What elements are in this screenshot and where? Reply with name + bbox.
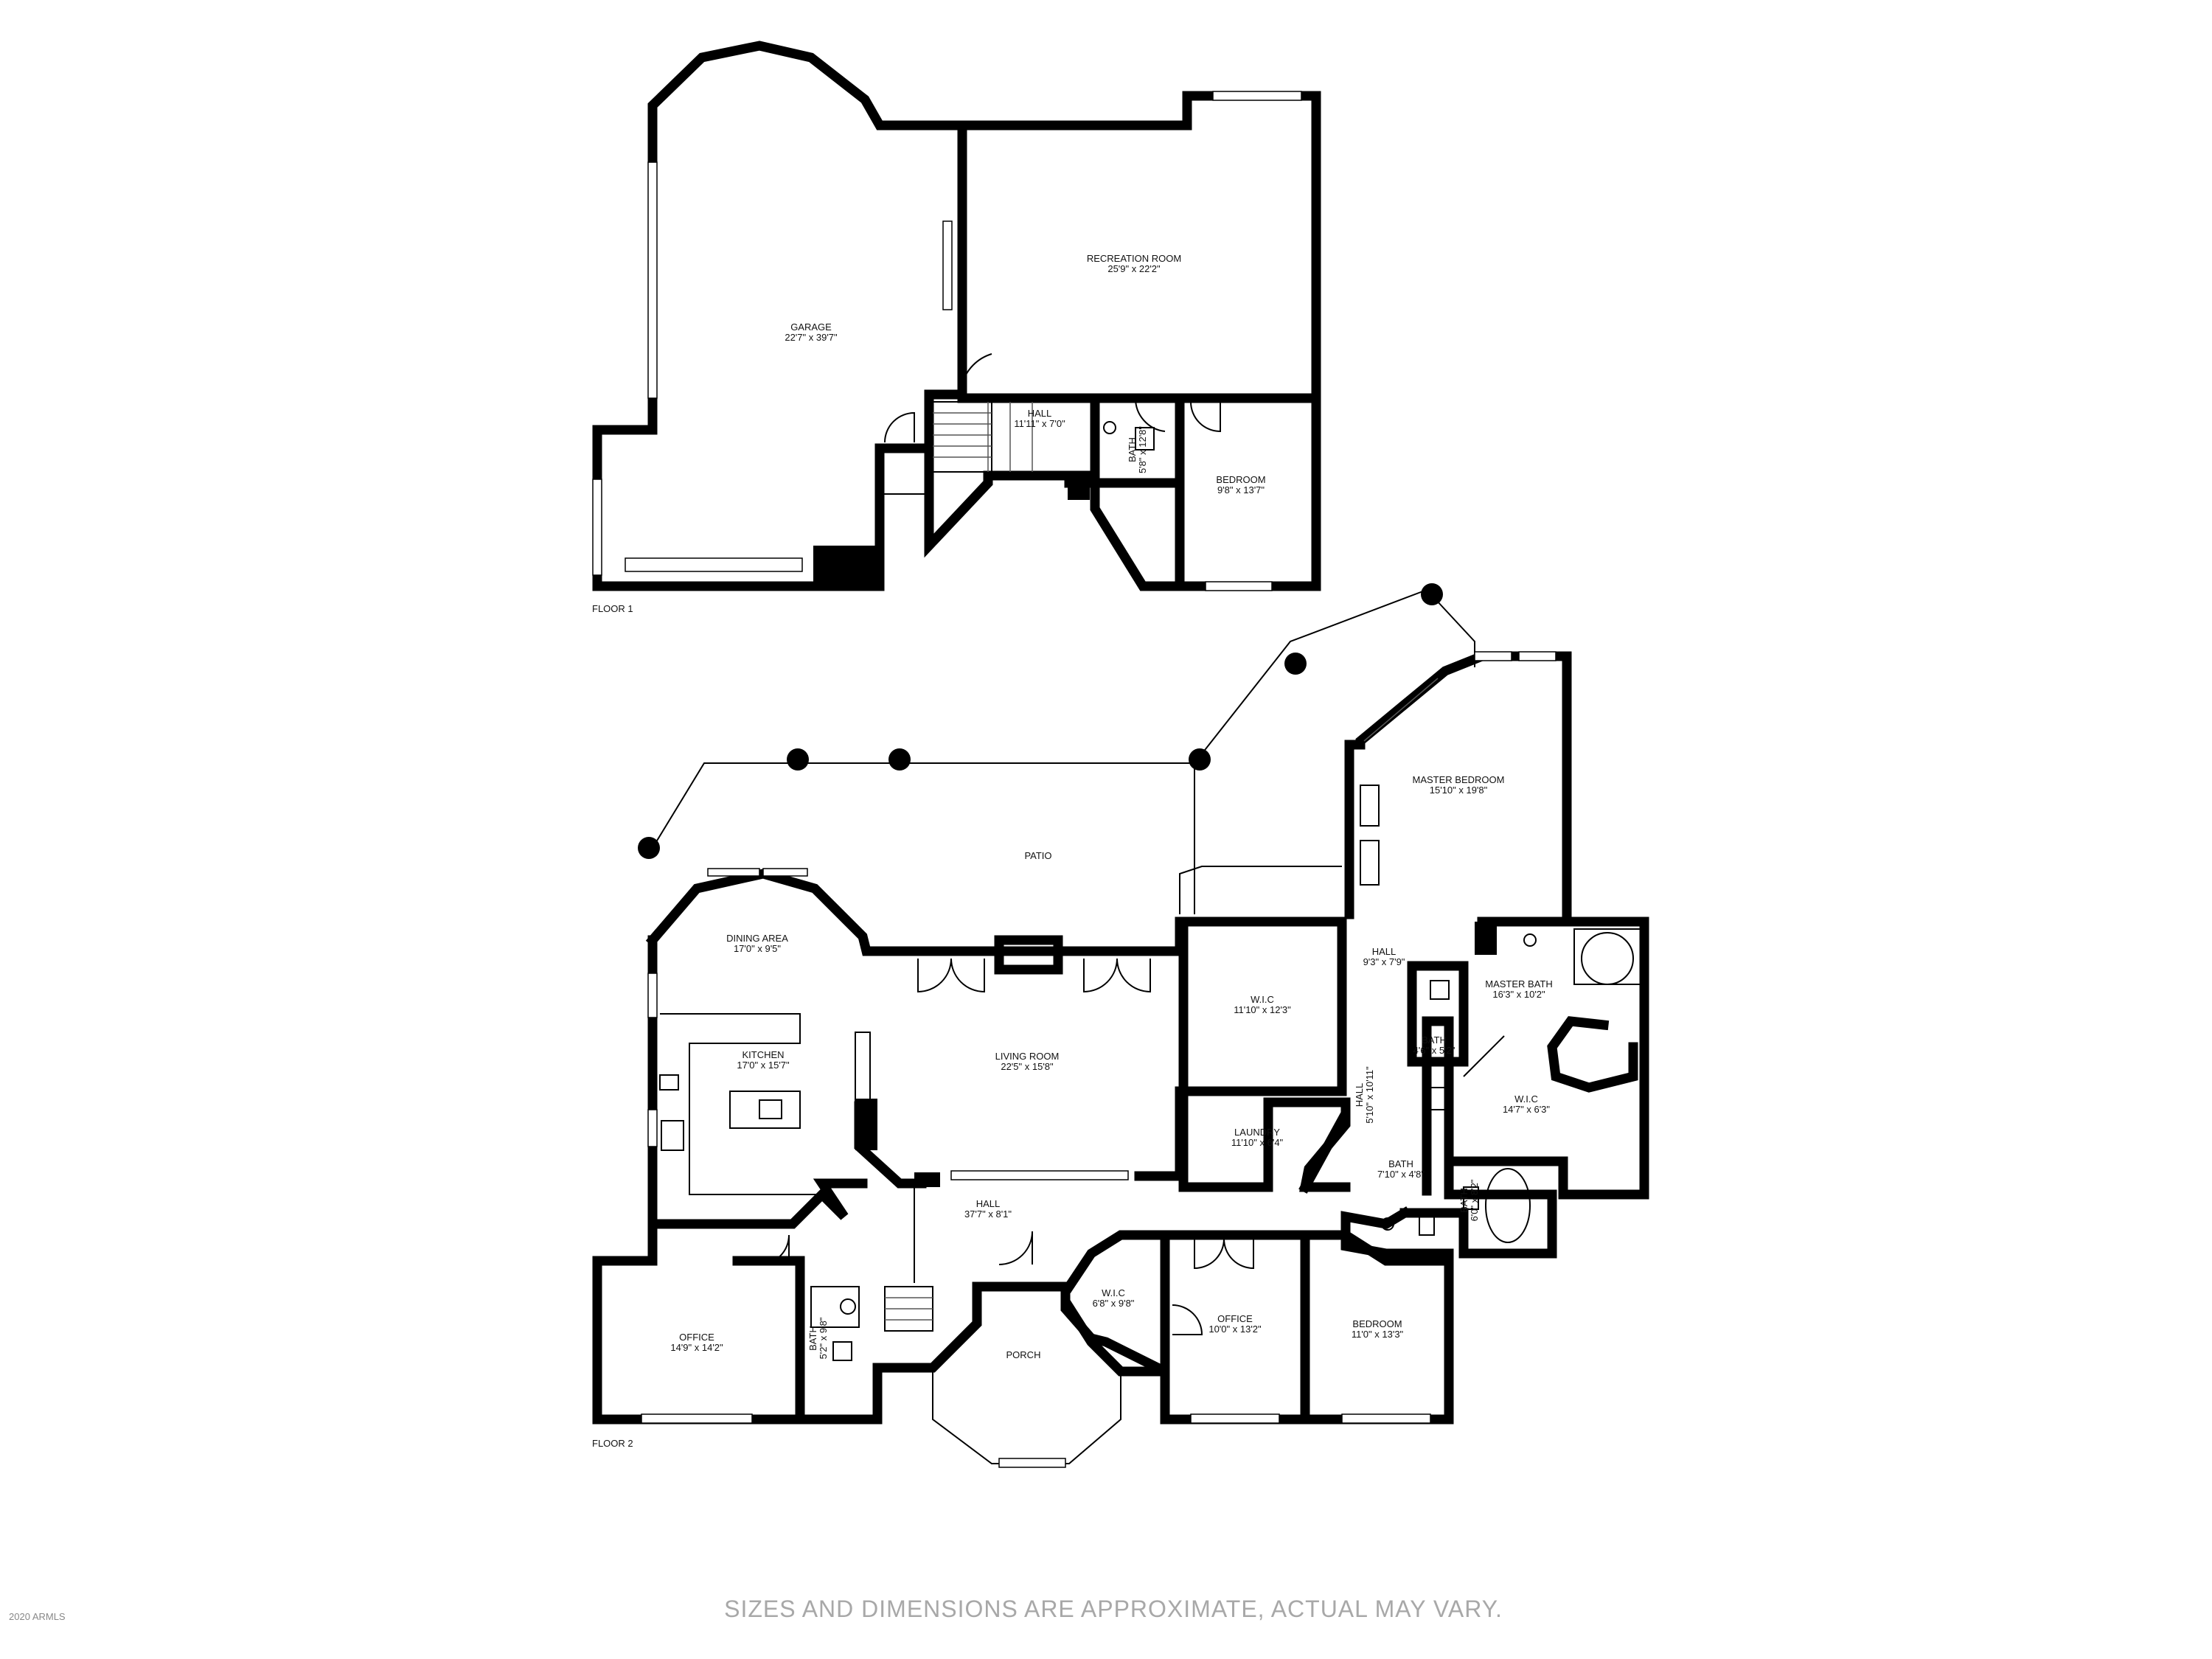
room-dims-bedroom-1: 9'8" x 13'7" bbox=[1217, 484, 1265, 495]
room-dims-bath-3: 7'10" x 4'8" bbox=[1377, 1169, 1425, 1180]
room-dims-office-2: 10'0" x 13'2" bbox=[1208, 1324, 1262, 1335]
room-name-hall-1: HALL bbox=[1028, 408, 1052, 419]
rec-window bbox=[1212, 91, 1302, 101]
kitchen-island bbox=[729, 1091, 801, 1129]
master-bath-walls bbox=[1422, 917, 1649, 1200]
garage-window bbox=[942, 220, 953, 310]
stairs bbox=[932, 401, 1033, 473]
garage-door bbox=[625, 557, 803, 572]
room-name-bath-3: BATH bbox=[1388, 1158, 1413, 1169]
room-name-bedroom-2: BEDROOM bbox=[1352, 1318, 1402, 1329]
living-room-walls bbox=[1134, 917, 1347, 1181]
floor-1-label: FLOOR 1 bbox=[592, 603, 633, 614]
room-dims-living: 22'5" x 15'8" bbox=[1001, 1061, 1054, 1072]
room-name-bath-4: BATH bbox=[1458, 1188, 1470, 1213]
room-dims-kitchen: 17'0" x 15'7" bbox=[737, 1060, 790, 1071]
kitchen-counter bbox=[660, 1013, 822, 1195]
small-bath-walls bbox=[1407, 961, 1469, 1067]
master-bedroom-walls bbox=[1344, 651, 1572, 927]
room-name-recreation: RECREATION ROOM bbox=[1087, 253, 1181, 264]
patio-column bbox=[1421, 583, 1443, 605]
tub bbox=[1581, 932, 1634, 985]
room-dims-bath-5: 5'2" x 9'8" bbox=[818, 1317, 829, 1359]
fireplace bbox=[994, 935, 1063, 975]
room-name-hall-2: HALL bbox=[1372, 946, 1397, 957]
room-dims-bath-2: 4'6" x 5'2" bbox=[1413, 1045, 1455, 1056]
room-name-porch: PORCH bbox=[1006, 1349, 1041, 1360]
room-dims-master-bedroom: 15'10" x 19'8" bbox=[1430, 785, 1488, 796]
patio-column bbox=[1284, 653, 1307, 675]
room-dims-laundry: 11'10" x 6'4" bbox=[1231, 1137, 1284, 1148]
room-dims-bath-1: 5'8" x 12'8" bbox=[1137, 426, 1148, 473]
porch-walls bbox=[891, 1281, 1170, 1377]
patio-column bbox=[1189, 748, 1211, 771]
room-name-kitchen: KITCHEN bbox=[742, 1049, 784, 1060]
room-dims-garage: 22'7" x 39'7" bbox=[785, 332, 838, 343]
room-name-patio: PATIO bbox=[1024, 850, 1051, 861]
floor-1-plan bbox=[592, 41, 1321, 591]
room-name-hall-3: HALL bbox=[1354, 1083, 1365, 1107]
recreation-room-walls bbox=[957, 91, 1321, 403]
floor-2-plan bbox=[592, 583, 1649, 1468]
room-name-bath-5: BATH bbox=[807, 1326, 818, 1351]
bedroom-walls bbox=[1175, 393, 1321, 591]
garage-window bbox=[647, 161, 658, 399]
shower-wall bbox=[1547, 1016, 1638, 1093]
room-name-bath-2: BATH bbox=[1422, 1034, 1447, 1046]
room-name-dining: DINING AREA bbox=[726, 933, 788, 944]
room-labels: GARAGE 22'7" x 39'7" RECREATION ROOM 25'… bbox=[670, 253, 1552, 1360]
room-name-office-2: OFFICE bbox=[1217, 1313, 1253, 1324]
patio-column bbox=[638, 837, 660, 859]
room-dims-wic-3: 6'8" x 9'8" bbox=[1093, 1298, 1135, 1309]
room-name-hall-4: HALL bbox=[976, 1198, 1001, 1209]
room-dims-hall-1: 11'11" x 7'0" bbox=[1014, 418, 1065, 429]
copyright-text: 2020 ARMLS bbox=[9, 1611, 66, 1622]
patio-column bbox=[888, 748, 911, 771]
room-name-laundry: LAUNDRY bbox=[1234, 1127, 1280, 1138]
east-bath-walls bbox=[1399, 1156, 1557, 1259]
porch-outline bbox=[932, 1368, 1121, 1464]
room-dims-hall-2: 9'3" x 7'9" bbox=[1363, 956, 1405, 967]
disclaimer-text: SIZES AND DIMENSIONS ARE APPROXIMATE, AC… bbox=[724, 1596, 1503, 1622]
patio-column bbox=[787, 748, 809, 771]
room-name-wic-1: W.I.C bbox=[1251, 994, 1274, 1005]
room-dims-wic-2: 14'7" x 6'3" bbox=[1503, 1104, 1550, 1115]
dining-living-walls bbox=[647, 935, 868, 1229]
room-name-master-bath: MASTER BATH bbox=[1485, 978, 1553, 990]
room-name-office-1: OFFICE bbox=[679, 1332, 714, 1343]
room-dims-hall-3: 5'10" x 10'11" bbox=[1364, 1066, 1375, 1124]
room-name-bedroom-1: BEDROOM bbox=[1216, 474, 1265, 485]
room-name-wic-3: W.I.C bbox=[1102, 1287, 1125, 1298]
room-dims-recreation: 25'9" x 22'2" bbox=[1107, 263, 1161, 274]
bath-south-walls bbox=[795, 1256, 901, 1425]
stairs-floor-2 bbox=[884, 1286, 933, 1332]
room-name-master-bedroom: MASTER BEDROOM bbox=[1413, 774, 1505, 785]
room-dims-bath-4: 6'0" x 8'2" bbox=[1469, 1179, 1480, 1221]
office-west-walls bbox=[592, 1219, 805, 1425]
dining-bay bbox=[645, 869, 1185, 956]
patio-outline bbox=[652, 588, 1475, 849]
garage-window bbox=[592, 479, 602, 576]
room-name-wic-2: W.I.C bbox=[1514, 1093, 1538, 1105]
room-dims-hall-4: 37'7" x 8'1" bbox=[964, 1208, 1012, 1220]
room-dims-office-1: 14'9" x 14'2" bbox=[670, 1342, 723, 1353]
floor-2-label: FLOOR 2 bbox=[592, 1438, 633, 1449]
room-dims-dining: 17'0" x 9'5" bbox=[734, 943, 781, 954]
room-dims-bedroom-2: 11'0" x 13'3" bbox=[1352, 1329, 1404, 1340]
bedroom-window bbox=[1205, 581, 1273, 591]
room-name-garage: GARAGE bbox=[790, 321, 832, 333]
room-name-living: LIVING ROOM bbox=[995, 1051, 1060, 1062]
hall-east-walls bbox=[1299, 1101, 1351, 1192]
room-name-bath-1: BATH bbox=[1127, 437, 1138, 462]
room-dims-wic-1: 11'10" x 12'3" bbox=[1234, 1004, 1291, 1015]
garage-solid bbox=[813, 546, 880, 586]
east-tub bbox=[1485, 1168, 1531, 1243]
room-dims-master-bath: 16'3" x 10'2" bbox=[1492, 989, 1545, 1000]
